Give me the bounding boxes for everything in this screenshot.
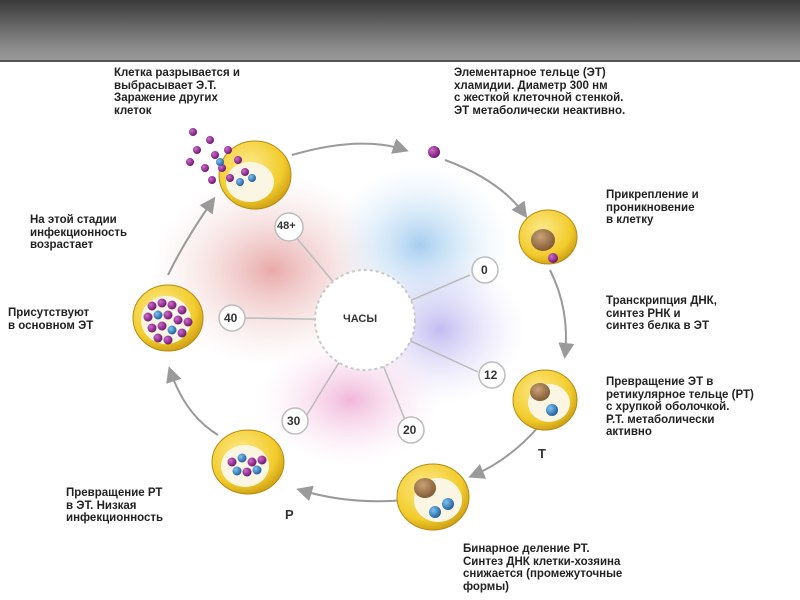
clock-tick-40: 40: [224, 311, 238, 325]
cell-bursting: [186, 128, 292, 210]
clock-tick-circles: [218, 212, 506, 444]
cell-binary-fission: [396, 463, 470, 531]
label-transcription: Транскрипция ДНК, синтез РНК и синтез бе…: [606, 295, 717, 332]
cycle-arrows: [166, 138, 575, 503]
stage-marker-p: Р: [285, 507, 294, 522]
cell-et-to-rt: [512, 369, 578, 431]
label-et-to-rt: Превращение ЭТ в ретикулярное тельце (РТ…: [606, 376, 754, 438]
label-attachment: Прикрепление и проникновение в клетку: [606, 189, 699, 226]
clock-tick-30: 30: [287, 414, 301, 428]
clock-tick-12: 12: [484, 368, 498, 382]
clock-center-circle: [314, 269, 416, 371]
label-rt-to-et: Превращение РТ в ЭТ. Низкая инфекционнос…: [66, 487, 164, 524]
clock-center-label: ЧАСЫ: [343, 313, 378, 325]
clock-tick-0: 0: [481, 263, 488, 277]
label-present-in-et: Присутствуют в основном ЭТ: [8, 307, 94, 332]
label-cell-bursts: Клетка разрывается и выбрасывает Э.Т. За…: [114, 67, 240, 117]
clock-tick-20: 20: [403, 423, 417, 437]
free-elementary-body: [428, 146, 440, 158]
label-binary-fission: Бинарное деление РТ. Синтез ДНК клетки-х…: [463, 543, 623, 593]
label-et-description: Элементарное тельце (ЭТ) хламидии. Диаме…: [454, 67, 626, 117]
label-infectivity-rises: На этой стадии инфекционность возрастает: [30, 214, 128, 251]
stage-marker-t: Т: [538, 446, 546, 461]
cell-mostly-et: [132, 284, 204, 352]
header-divider: [0, 60, 800, 62]
slide-header-bar: [0, 0, 800, 62]
cell-rt-to-et: [211, 429, 285, 495]
clock-tick-48plus: 48+: [277, 220, 296, 232]
cell-attachment: [518, 209, 578, 265]
